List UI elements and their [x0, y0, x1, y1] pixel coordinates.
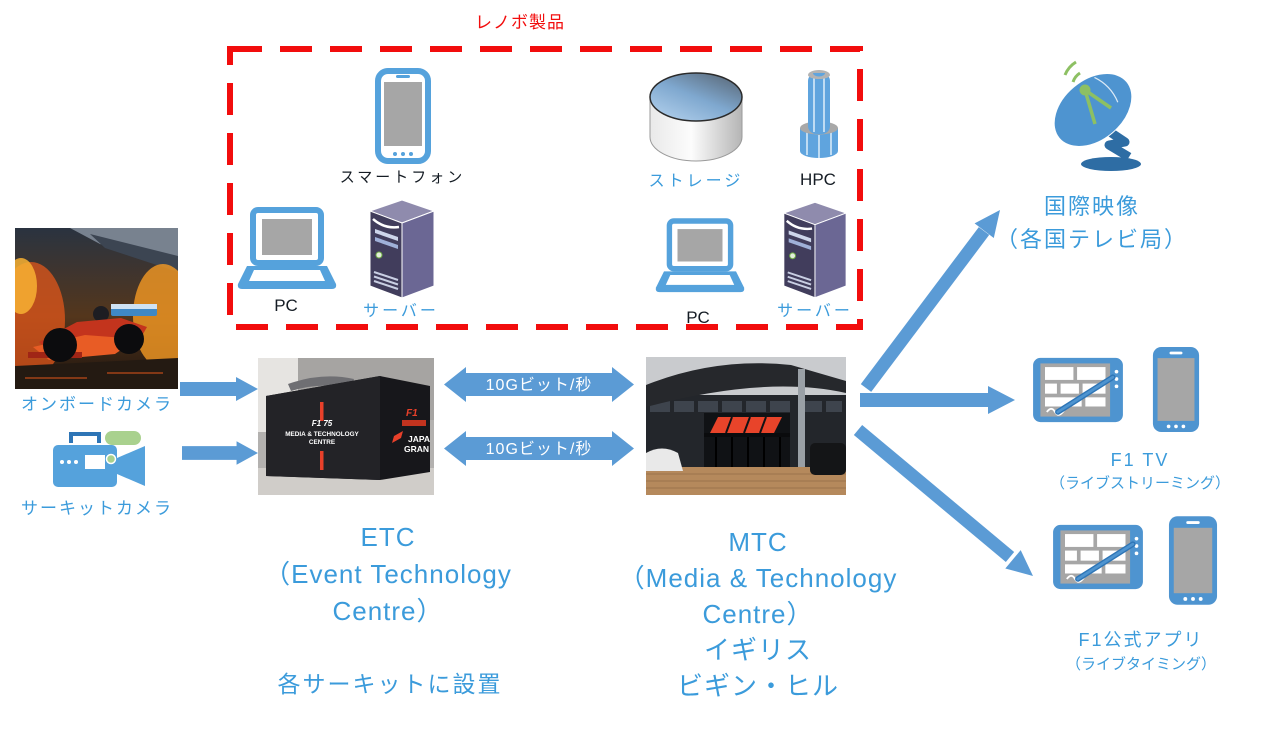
f1tv-phone-icon [1152, 347, 1200, 432]
uplink-arrow: 10Gビット/秒 [444, 367, 634, 402]
arrow-to-f1tv [860, 386, 1015, 414]
f1tv-line2: （ライブストリーミング） [1049, 475, 1230, 492]
downlink-arrow: 10Gビット/秒 [444, 431, 634, 466]
circuit-camera-icon [53, 431, 145, 487]
etc-photo-logo-text: F1 75 [312, 419, 333, 428]
etc-title: ETC [360, 522, 416, 552]
pc2-label: PC [686, 308, 710, 327]
mtc-location2: ビギン・ヒル [676, 671, 839, 701]
server2-icon [782, 201, 848, 299]
lenovo-box-title: レノボ製品 [475, 13, 565, 32]
storage-icon [649, 72, 743, 162]
etc-photo-right-logo-text: F1 [406, 408, 418, 419]
mtc-building-photo [646, 357, 846, 495]
f1app-tablet-icon [1053, 524, 1143, 590]
pc1-icon [237, 207, 337, 289]
mtc-location1: イギリス [703, 635, 812, 665]
mtc-title: MTC [728, 527, 788, 557]
international-line2: （各国テレビ局） [995, 227, 1188, 252]
etc-photo-line1-text: MEDIA & TECHNOLOGY [285, 431, 359, 438]
server2-label: サーバー [777, 303, 853, 320]
f1tv-label: F1 TV （ライブストリーミング） [1015, 448, 1265, 495]
arrow-to-international [860, 210, 1000, 392]
circuit-camera-label: サーキットカメラ [21, 499, 173, 518]
f1app-line2: （ライブタイミング） [1065, 656, 1216, 673]
smartphone-icon [375, 68, 431, 164]
f1app-phone-icon [1168, 516, 1218, 605]
mtc-subtitle2: Centre） [702, 599, 814, 629]
circuit-feed-arrow [182, 441, 258, 465]
satellite-dish-icon [1053, 60, 1141, 171]
mtc-subtitle1: （Media & Technology [618, 563, 898, 593]
etc-note: 各サーキットに設置 [277, 671, 503, 697]
hpc-label: HPC [800, 170, 836, 189]
server1-icon [368, 199, 436, 299]
onboard-camera-label: オンボードカメラ [21, 395, 173, 414]
hpc-icon [800, 70, 838, 158]
downlink-label: 10Gビット/秒 [486, 440, 593, 458]
smartphone-label: スマートフォン [339, 169, 466, 186]
international-feed-label: 国際映像 （各国テレビ局） [962, 190, 1222, 256]
etc-photo-line2-text: CENTRE [309, 439, 336, 446]
etc-subtitle2: Centre） [332, 596, 444, 626]
pc1-label: PC [274, 296, 298, 315]
f1tv-tablet-icon [1033, 357, 1123, 423]
lenovo-dashed-border [227, 46, 863, 330]
pc2-icon [655, 218, 745, 293]
onboard-camera-photo [15, 228, 178, 389]
etc-photo-right-line1-text: JAPA [408, 434, 430, 444]
etc-building-photo: F1 75 MEDIA & TECHNOLOGY CENTRE F1 JAPA … [258, 358, 434, 495]
f1tv-line1: F1 TV [1110, 450, 1170, 470]
etc-photo-right-line2-text: GRAN [404, 444, 429, 454]
etc-subtitle1: （Event Technology [264, 559, 512, 589]
f1app-line1: F1公式アプリ [1078, 630, 1204, 650]
arrow-to-f1app [853, 425, 1033, 576]
f1app-label: F1公式アプリ （ライブタイミング） [1016, 628, 1266, 676]
uplink-label: 10Gビット/秒 [486, 376, 593, 394]
server1-label: サーバー [363, 303, 439, 320]
storage-label: ストレージ [648, 173, 744, 190]
onboard-feed-arrow [180, 377, 258, 401]
international-line1: 国際映像 [1043, 194, 1140, 219]
mtc-caption: MTC （Media & Technology Centre） イギリス ビギン… [593, 524, 923, 704]
etc-caption: ETC （Event Technology Centre） [238, 519, 538, 630]
